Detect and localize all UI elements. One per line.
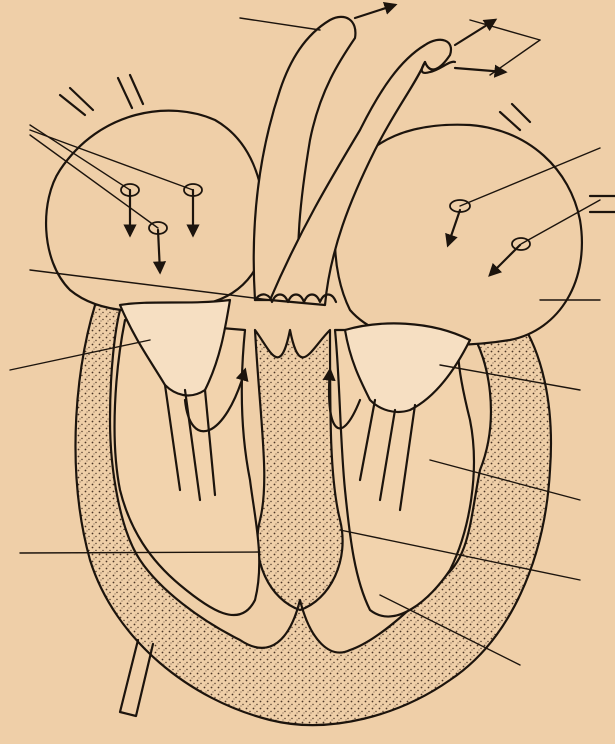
leader-line (20, 552, 260, 553)
leader-line (240, 18, 320, 30)
leader-line (490, 40, 540, 75)
right-atrium (46, 111, 265, 312)
vena-cava-stub-1 (60, 88, 93, 115)
pulmonary-exit-arrow-1 (455, 20, 495, 45)
vena-cava-stub-2 (118, 75, 143, 108)
pulmonary-vein-stub-1 (500, 104, 530, 130)
aorta-exit-arrow (355, 5, 395, 18)
